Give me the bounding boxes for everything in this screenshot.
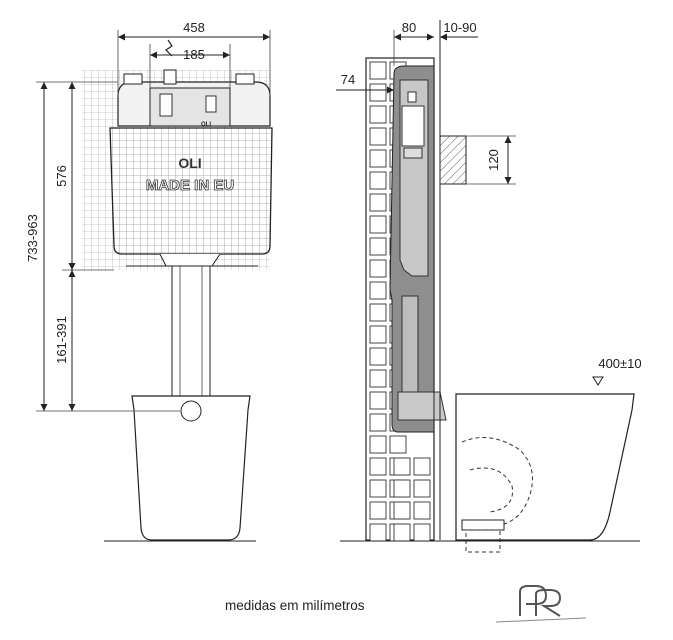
dim-inner-depth: 74 (341, 72, 355, 87)
wall-tile (369, 83, 387, 102)
valve-top (163, 69, 177, 85)
wall-tile (369, 523, 387, 542)
pr-logo: PR (495, 585, 587, 623)
wall-tile (393, 501, 411, 520)
top-clip-left (123, 73, 143, 85)
wall-tile (369, 105, 387, 124)
wall-tile (369, 149, 387, 168)
wall-tile (369, 413, 387, 432)
cistern-body (109, 127, 273, 255)
front-toilet-bowl (131, 395, 251, 541)
bowl-trap (461, 437, 533, 527)
wall-tile (369, 347, 387, 366)
cistern-brand: OLI (178, 155, 201, 171)
dim-cistern-height: 576 (54, 165, 69, 187)
wall-tile (369, 171, 387, 190)
wall-tile (369, 325, 387, 344)
wall-tile (369, 369, 387, 388)
level-marker (592, 376, 604, 386)
wall-tile (369, 501, 387, 520)
wall-tile (413, 457, 431, 476)
dim-wall-offset: 10-90 (443, 20, 476, 35)
wall-tile (369, 193, 387, 212)
dim-drain-diameter: 120 (486, 149, 501, 171)
wall-tile (369, 215, 387, 234)
front-pipe (171, 265, 211, 397)
wall-tile (413, 523, 431, 542)
wall-tile (413, 501, 431, 520)
dim-frame-width: 458 (183, 20, 205, 35)
wall-tile (369, 61, 387, 80)
wall-tile (369, 391, 387, 410)
wall-tile (369, 237, 387, 256)
dim-support-height: 161-391 (54, 316, 69, 364)
side-toilet-bowl (455, 393, 635, 541)
dim-depth: 80 (402, 20, 416, 35)
side-view: 80 10-90 74 120 400±10 (336, 20, 642, 553)
front-view: OLI MADE IN EU OLI 458 185 733-963 576 1… (25, 20, 273, 542)
wall-tile (369, 435, 387, 454)
wall-tile (393, 479, 411, 498)
wall-tile (369, 127, 387, 146)
wall-tile (413, 479, 431, 498)
dim-bowl-height: 400±10 (598, 356, 641, 371)
dim-total-height: 733-963 (25, 214, 40, 262)
wall-tile (389, 435, 407, 454)
top-clip-right (235, 73, 255, 85)
wall-tile (393, 457, 411, 476)
front-drain-circle (180, 400, 202, 422)
drain-connection (439, 135, 467, 185)
side-drain-outlet (461, 519, 505, 531)
front-outlet (159, 253, 221, 267)
wall-tile (369, 259, 387, 278)
cistern-small-logo: OLI (201, 122, 211, 128)
wall-tile (369, 457, 387, 476)
cistern-origin: MADE IN EU (146, 177, 234, 194)
wall-tile (369, 281, 387, 300)
wall-tile (393, 523, 411, 542)
wall-tile (369, 479, 387, 498)
units-caption: medidas em milímetros (225, 598, 365, 613)
wall-tile (369, 303, 387, 322)
water-inlet-symbol (165, 39, 173, 57)
dim-flush-plate-width: 185 (183, 47, 205, 62)
